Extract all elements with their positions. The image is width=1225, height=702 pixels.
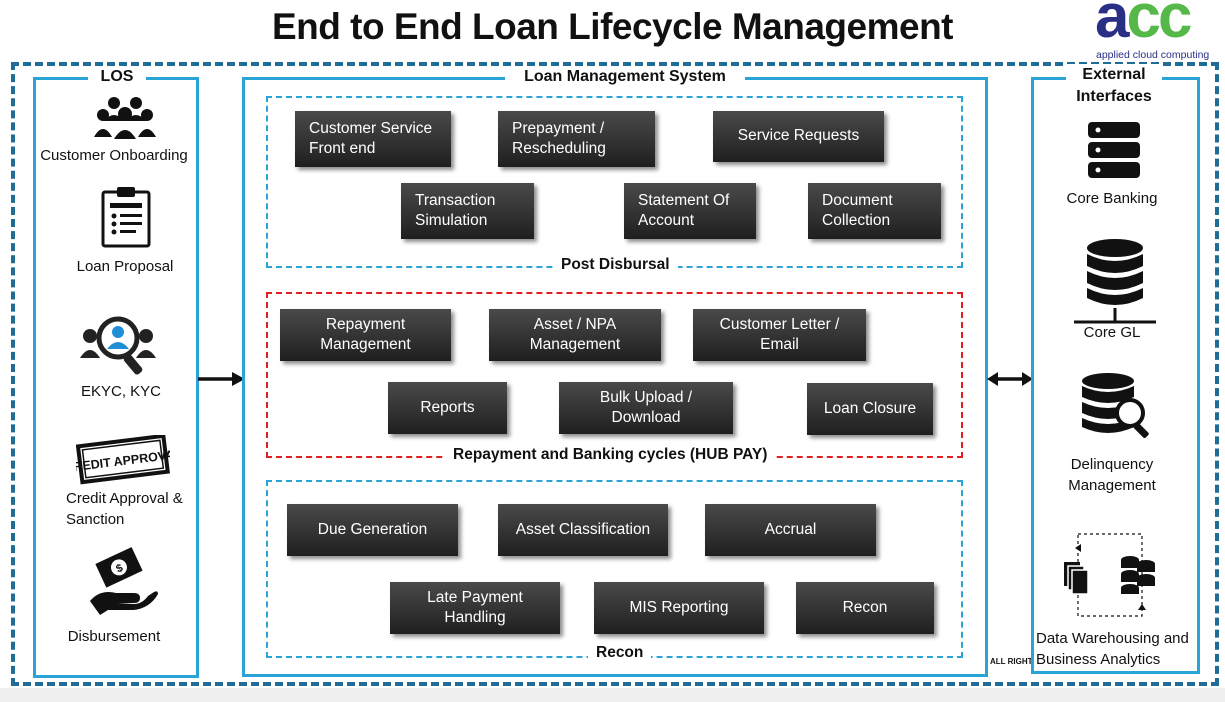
hand-money-icon: $ <box>88 545 158 615</box>
clipboard-icon <box>100 186 152 248</box>
loan-closure-box: Loan Closure <box>807 383 933 435</box>
rights-text: ALL RIGHTS <box>990 657 1038 666</box>
repayment-management-box: Repayment Management <box>280 309 451 361</box>
accrual-box: Accrual <box>705 504 876 556</box>
repayment-label: Repayment and Banking cycles (HUB PAY) <box>445 446 776 464</box>
recon-box: Recon <box>796 582 934 634</box>
statement-of-account-box: Statement Of Account <box>624 183 756 239</box>
prepayment-rescheduling-box: Prepayment / Rescheduling <box>498 111 655 167</box>
bottom-strip <box>0 688 1225 702</box>
database-icon <box>1086 120 1142 180</box>
svg-text:$: $ <box>114 562 125 575</box>
customer-onboarding-label: Customer Onboarding <box>40 147 188 164</box>
arrow-right-icon <box>198 369 246 394</box>
core-banking-label: Core Banking <box>1066 190 1158 207</box>
credit-approval-label: Credit Approval & Sanction <box>66 490 183 528</box>
outer-frame <box>11 62 1219 686</box>
person-search-icon <box>80 314 156 378</box>
delinquency-management-label: Delinquency Management <box>1068 456 1156 494</box>
lms-title: Loan Management System <box>505 68 745 86</box>
disbursement-label: Disbursement <box>67 628 161 645</box>
mis-reporting-box: MIS Reporting <box>594 582 764 634</box>
database-network-icon <box>1072 238 1158 326</box>
arrow-bidirectional-icon <box>986 369 1034 394</box>
logo-tagline: applied cloud computing <box>1096 49 1210 61</box>
people-group-icon <box>94 95 156 143</box>
due-generation-box: Due Generation <box>287 504 458 556</box>
credit-approval-stamp-icon: CREDIT APPROVAL <box>76 435 170 485</box>
data-warehousing-label: Data Warehousing and Business Analytics <box>1036 630 1189 668</box>
data-warehouse-icon <box>1060 530 1160 622</box>
database-search-icon <box>1080 373 1154 439</box>
transaction-simulation-box: Transaction Simulation <box>401 183 534 239</box>
post-disbursal-label: Post Disbursal <box>553 256 678 274</box>
los-title: LOS <box>88 68 146 86</box>
late-payment-handling-box: Late Payment Handling <box>390 582 560 634</box>
asset-classification-box: Asset Classification <box>498 504 668 556</box>
external-title: External Interfaces <box>1066 64 1162 109</box>
reports-box: Reports <box>388 382 507 434</box>
customer-service-front-end-box: Customer Service Front end <box>295 111 451 167</box>
recon-label: Recon <box>588 644 652 662</box>
loan-proposal-label: Loan Proposal <box>76 258 174 275</box>
acc-logo: acc applied cloud computing <box>1093 0 1225 64</box>
document-collection-box: Document Collection <box>808 183 941 239</box>
core-gl-label: Core GL <box>1083 324 1141 341</box>
asset-npa-management-box: Asset / NPA Management <box>489 309 661 361</box>
logo-word: acc <box>1095 0 1192 51</box>
lms-panel <box>242 77 988 677</box>
customer-letter-email-box: Customer Letter / Email <box>693 309 866 361</box>
page-title: End to End Loan Lifecycle Management <box>272 6 954 47</box>
bulk-upload-download-box: Bulk Upload / Download <box>559 382 733 434</box>
ekyc-kyc-label: EKYC, KYC <box>80 383 162 400</box>
service-requests-box: Service Requests <box>713 111 884 162</box>
